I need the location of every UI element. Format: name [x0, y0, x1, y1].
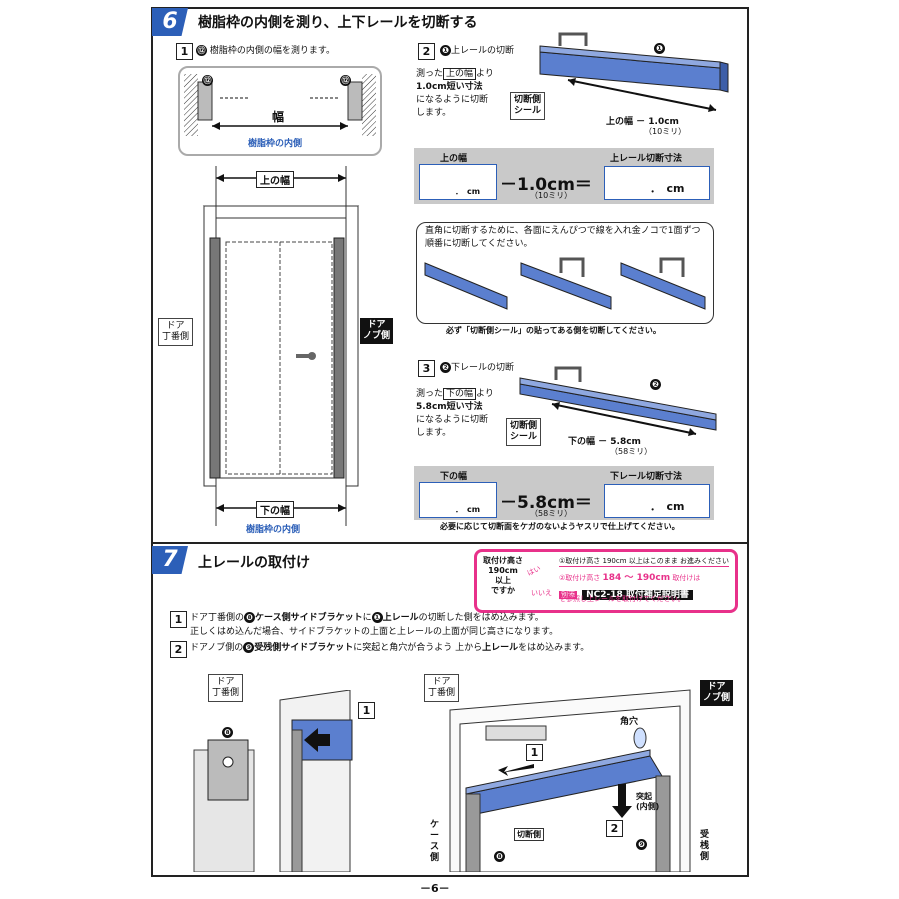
fig-left-hinge-tag: ドア 丁番側 — [208, 674, 244, 702]
calc1-right-label: 上レール切断寸法 — [610, 154, 683, 164]
upper-cut-input[interactable] — [604, 166, 710, 200]
inst-1-line2: 正しくはめ込んだ場合、サイドブラケットの上面と上レールの上面が同じ高さになります… — [190, 627, 559, 637]
flow-answer-2-end: を参照し上レールを取付けてください。 — [559, 595, 685, 603]
calc2-left-label: 下の幅 — [440, 472, 468, 482]
badge-12-icon: ⑫ — [196, 45, 207, 56]
upper-width-input[interactable] — [419, 164, 497, 200]
upper-rail-figure: ❶ 上の幅 － 1.0cm （10ミリ） — [520, 30, 745, 140]
frame-measure-svg — [184, 74, 376, 136]
section-6-title: 樹脂枠の内側を測り、上下レールを切断する — [198, 15, 478, 31]
inst-2-number: 2 — [170, 641, 187, 658]
inner-frame-label: 樹脂枠の内側 — [248, 139, 303, 149]
hole-label: 角穴 — [620, 717, 639, 727]
fig-right-step-1: 1 — [526, 744, 543, 761]
step-3-number: 3 — [418, 360, 435, 377]
receiver-side-label: 受桟側 — [700, 830, 710, 862]
calc2-footer: 必要に応じて切断面をケガのないようヤスリで仕上げてください。 — [440, 522, 680, 531]
badge-12-left: ⑫ — [202, 75, 213, 86]
right-install-svg — [449, 689, 691, 873]
case-side-label: ケース側 — [430, 820, 440, 863]
fig-left-badge-8: ❽ — [222, 722, 233, 741]
calc1-left-label: 上の幅 — [440, 154, 468, 164]
cut-note-box: 直角に切断するために、各面にえんぴつで線を入れ金ノコで1面ずつ順番に切断してくだ… — [416, 222, 714, 324]
lower-cut-input[interactable] — [604, 484, 710, 518]
lower-rail-figure: ❷ 下の幅 － 5.8cm （58ミリ） — [516, 364, 741, 464]
calc1-minus-sub: （10ミリ） — [530, 191, 573, 200]
left-bracket-svg — [193, 689, 353, 873]
fig-right-badge-8: ❽ — [494, 846, 505, 865]
knob-side-tag: ドア ノブ側 — [360, 318, 394, 344]
calc2-left-unit: ． cm — [455, 505, 481, 514]
page-number: －6－ — [420, 882, 450, 895]
section-7-title: 上レールの取付け — [198, 555, 310, 571]
cut-side-label: 切断側 — [514, 828, 544, 841]
upper-rail-svg — [539, 32, 729, 112]
calc2-right-label: 下レール切断寸法 — [610, 472, 683, 482]
flow-question: 取付け高さ 190cm 以上 ですか — [483, 556, 523, 595]
door-inner-label: 樹脂枠の内側 — [246, 525, 301, 535]
step-2-desc: 測った上の幅より 1.0cm短い寸法 になるように切断 します。 — [416, 68, 494, 118]
top-width-label: 上の幅 — [256, 171, 294, 188]
badge-1-icon: ❶ — [440, 45, 451, 56]
flow-doc-ref: 別添 NC2-18 取付補足説明書 — [559, 582, 693, 601]
fig-right-badge-9: ❾ — [636, 834, 647, 853]
lower-rail-svg — [519, 366, 717, 436]
flow-answer-2: ②取付け高さ 184 ～ 190cm 取付けは — [559, 573, 701, 583]
bottom-width-label: 下の幅 — [256, 501, 294, 518]
cut-seal-tag-2: 切断側 シール — [506, 418, 542, 446]
step-2-number: 2 — [418, 43, 435, 60]
step-3-desc: 測った下の幅より 5.8cm短い寸法 になるように切断 します。 — [416, 388, 494, 438]
height-flow-box: 取付け高さ 190cm 以上 ですか はい いいえ ①取付け高さ 190cm 以… — [474, 549, 738, 613]
section-6-number: 6 — [152, 8, 188, 36]
bump-label: 突起 (内側) — [636, 792, 660, 811]
fig-right-knob-tag: ドア ノブ側 — [700, 680, 734, 706]
upper-dim-sub: （10ミリ） — [644, 127, 687, 136]
door-svg — [202, 166, 360, 526]
width-label: 幅 — [272, 110, 285, 124]
section-divider — [151, 542, 749, 544]
step-1-text: ⑫ 樹脂枠の内側の幅を測ります。 — [196, 45, 335, 56]
fig-right-hinge-tag: ドア 丁番側 — [424, 674, 460, 702]
cut-note-footer: 必ず「切断側シール」の貼ってある側を切断してください。 — [446, 326, 661, 335]
lower-width-input[interactable] — [419, 482, 497, 518]
badge-2-icon: ❷ — [440, 362, 451, 373]
left-bracket-figure: ❽ — [180, 689, 380, 873]
fig-right-step-2: 2 — [606, 820, 623, 837]
calc2-right-unit: ． cm — [650, 500, 685, 513]
fig-left-step-1: 1 — [358, 702, 375, 719]
cut-seal-tag-1: 切断側 シール — [510, 92, 546, 120]
section-7-number: 7 — [152, 546, 188, 574]
badge-12-right: ⑫ — [340, 75, 351, 86]
flow-no: いいえ — [531, 589, 552, 597]
rail-2-callout: ❷ — [650, 374, 661, 393]
inst-1-number: 1 — [170, 611, 187, 628]
calc1-left-unit: ． cm — [455, 187, 481, 196]
hinge-side-tag: ドア 丁番側 — [158, 318, 194, 346]
lower-dim-label: 下の幅 － 5.8cm — [568, 437, 641, 447]
upper-dim-label: 上の幅 － 1.0cm — [606, 117, 679, 127]
flow-answer-1: ①取付け高さ 190cm 以上はこのまま お進みください — [559, 557, 729, 567]
calc1-right-unit: ． cm — [650, 182, 685, 195]
right-install-figure: 角穴 1 2 突起 (内側) 切断側 ❽ ❾ — [440, 680, 700, 873]
lower-dim-sub: （58ミリ） — [610, 447, 653, 456]
flow-yes: はい — [525, 564, 543, 578]
step-1-number: 1 — [176, 43, 193, 60]
page-frame — [151, 7, 749, 877]
calc2-minus: －5.8cm＝ — [500, 493, 592, 513]
calc1-minus: －1.0cm＝ — [500, 175, 592, 195]
door-figure: 上の幅 下の幅 樹脂枠の内側 — [196, 166, 366, 536]
frame-measure-figure: ⑫ ⑫ 幅 樹脂枠の内側 — [178, 66, 382, 156]
cut-steps-svg — [424, 257, 706, 310]
calc2-minus-sub: （58ミリ） — [530, 509, 573, 518]
rail-1-callout: ❶ — [654, 38, 665, 57]
cut-note-text: 直角に切断するために、各面にえんぴつで線を入れ金ノコで1面ずつ順番に切断してくだ… — [425, 226, 701, 249]
